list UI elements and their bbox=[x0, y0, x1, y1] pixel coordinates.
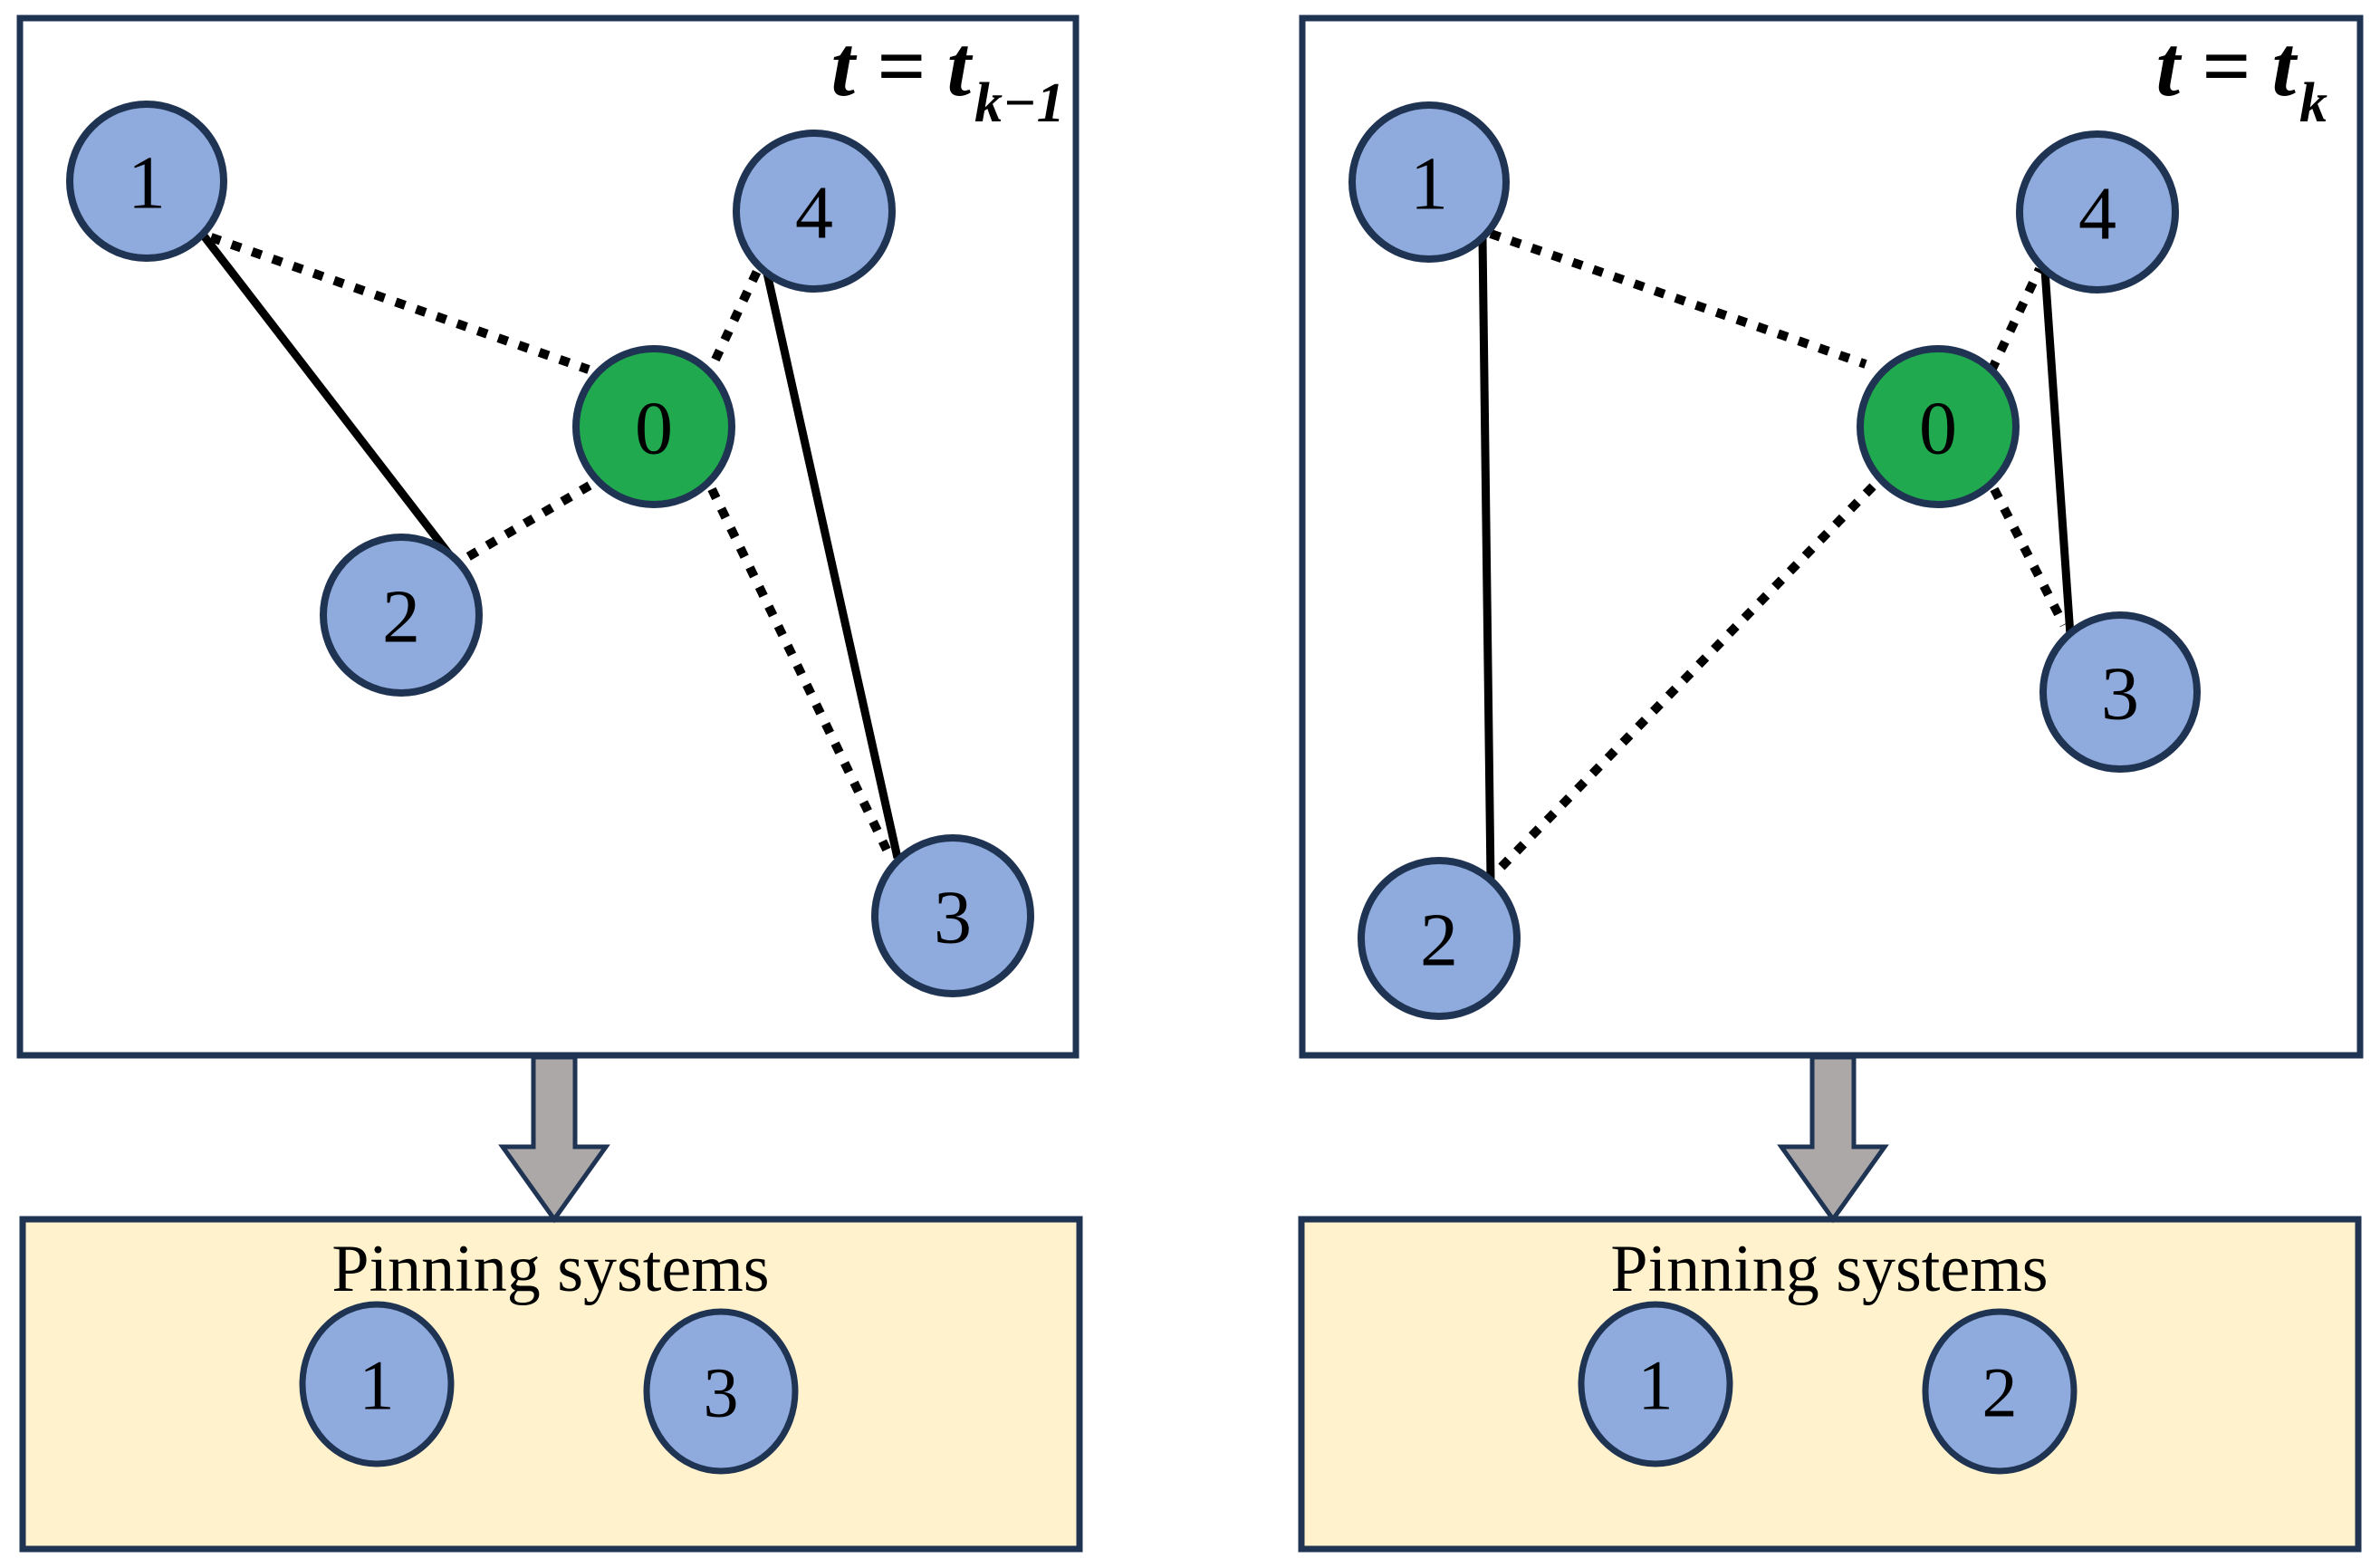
node-circle bbox=[1358, 857, 1521, 1020]
arrows-layer bbox=[498, 1054, 1889, 1224]
labels-layer: t = t k−1 t = t k Pinning systems Pinnin… bbox=[331, 18, 2327, 1306]
edge-0-2-dotted-left bbox=[456, 481, 592, 567]
edge-4-3-solid-left bbox=[762, 268, 902, 859]
nodes-layer: 0 1 2 3 4 1 3 0 1 2 3 4 1 2 bbox=[66, 101, 2201, 1475]
pinned-node-circle bbox=[643, 1308, 799, 1475]
leader-node-0-left: 0 bbox=[572, 345, 735, 508]
node-circle bbox=[1348, 101, 1510, 263]
pinned-node-circle bbox=[1578, 1301, 1733, 1467]
node-label: 1 bbox=[1410, 141, 1448, 226]
node-label: 2 bbox=[1420, 898, 1458, 982]
node-circle bbox=[320, 534, 483, 697]
edge-0-4-dotted-left bbox=[711, 265, 763, 362]
pinning-box-left bbox=[19, 1216, 1083, 1553]
time-label-right-base: t = t bbox=[2156, 18, 2298, 114]
node-circle bbox=[733, 130, 896, 293]
node-label: 4 bbox=[2078, 171, 2116, 255]
node-circle bbox=[871, 834, 1034, 997]
follower-node-2-right: 2 bbox=[1358, 857, 1521, 1020]
follower-node-4-left: 4 bbox=[733, 130, 896, 293]
pinned-node-2-right: 2 bbox=[1922, 1308, 2078, 1475]
leader-node-0-right: 0 bbox=[1857, 345, 2020, 508]
follower-node-1-right: 1 bbox=[1348, 101, 1510, 263]
pinning-title-right: Pinning systems bbox=[1610, 1232, 2048, 1306]
edge-1-0-dotted-left bbox=[209, 233, 590, 374]
node-label: 1 bbox=[128, 140, 166, 225]
node-label: 0 bbox=[1919, 386, 1957, 470]
follower-node-3-right: 3 bbox=[2039, 611, 2201, 773]
edge-0-4-dotted-right bbox=[1987, 266, 2044, 373]
node-label: 3 bbox=[2101, 651, 2139, 736]
follower-node-3-left: 3 bbox=[871, 834, 1034, 997]
node-label: 2 bbox=[382, 574, 420, 659]
time-label-left-base: t = t bbox=[831, 18, 974, 114]
pinned-node-label: 2 bbox=[1982, 1352, 2018, 1431]
node-label: 4 bbox=[795, 170, 833, 255]
pinned-node-circle bbox=[1922, 1308, 2078, 1475]
edge-1-2-solid-left bbox=[199, 232, 453, 557]
pinned-node-label: 3 bbox=[704, 1352, 739, 1431]
pinned-node-1-right: 1 bbox=[1578, 1301, 1733, 1467]
follower-node-1-left: 1 bbox=[66, 101, 227, 262]
pinning-title-left: Pinning systems bbox=[331, 1232, 769, 1306]
node-circle bbox=[1857, 345, 2020, 508]
time-label-right-subscript: k bbox=[2299, 72, 2327, 134]
follower-node-2-left: 2 bbox=[320, 534, 483, 697]
pinned-node-label: 1 bbox=[1638, 1345, 1674, 1424]
node-label: 0 bbox=[635, 386, 673, 470]
node-label: 3 bbox=[934, 875, 972, 959]
edge-4-3-solid-right bbox=[2040, 269, 2075, 636]
node-circle bbox=[572, 345, 735, 508]
edges-layer bbox=[199, 229, 2075, 881]
edge-0-3-dotted-right bbox=[1990, 486, 2068, 628]
node-circle bbox=[66, 101, 227, 262]
pinned-node-3-left: 3 bbox=[643, 1308, 799, 1475]
edge-0-3-dotted-left bbox=[707, 486, 891, 852]
pinning-box-right bbox=[1298, 1216, 2362, 1553]
node-circle bbox=[2016, 130, 2179, 293]
edge-0-2-dotted-right bbox=[1496, 483, 1876, 872]
pinned-node-circle bbox=[299, 1301, 455, 1467]
pinned-node-label: 1 bbox=[360, 1345, 395, 1424]
time-label-left-subscript: k−1 bbox=[974, 72, 1065, 134]
edge-1-2-solid-right bbox=[1478, 237, 1495, 881]
follower-node-4-right: 4 bbox=[2016, 130, 2179, 293]
edge-1-0-dotted-right bbox=[1489, 229, 1867, 369]
down-arrow-right bbox=[1777, 1054, 1889, 1224]
down-arrow-left bbox=[498, 1054, 610, 1224]
pinned-node-1-left: 1 bbox=[299, 1301, 455, 1467]
node-circle bbox=[2039, 611, 2201, 773]
